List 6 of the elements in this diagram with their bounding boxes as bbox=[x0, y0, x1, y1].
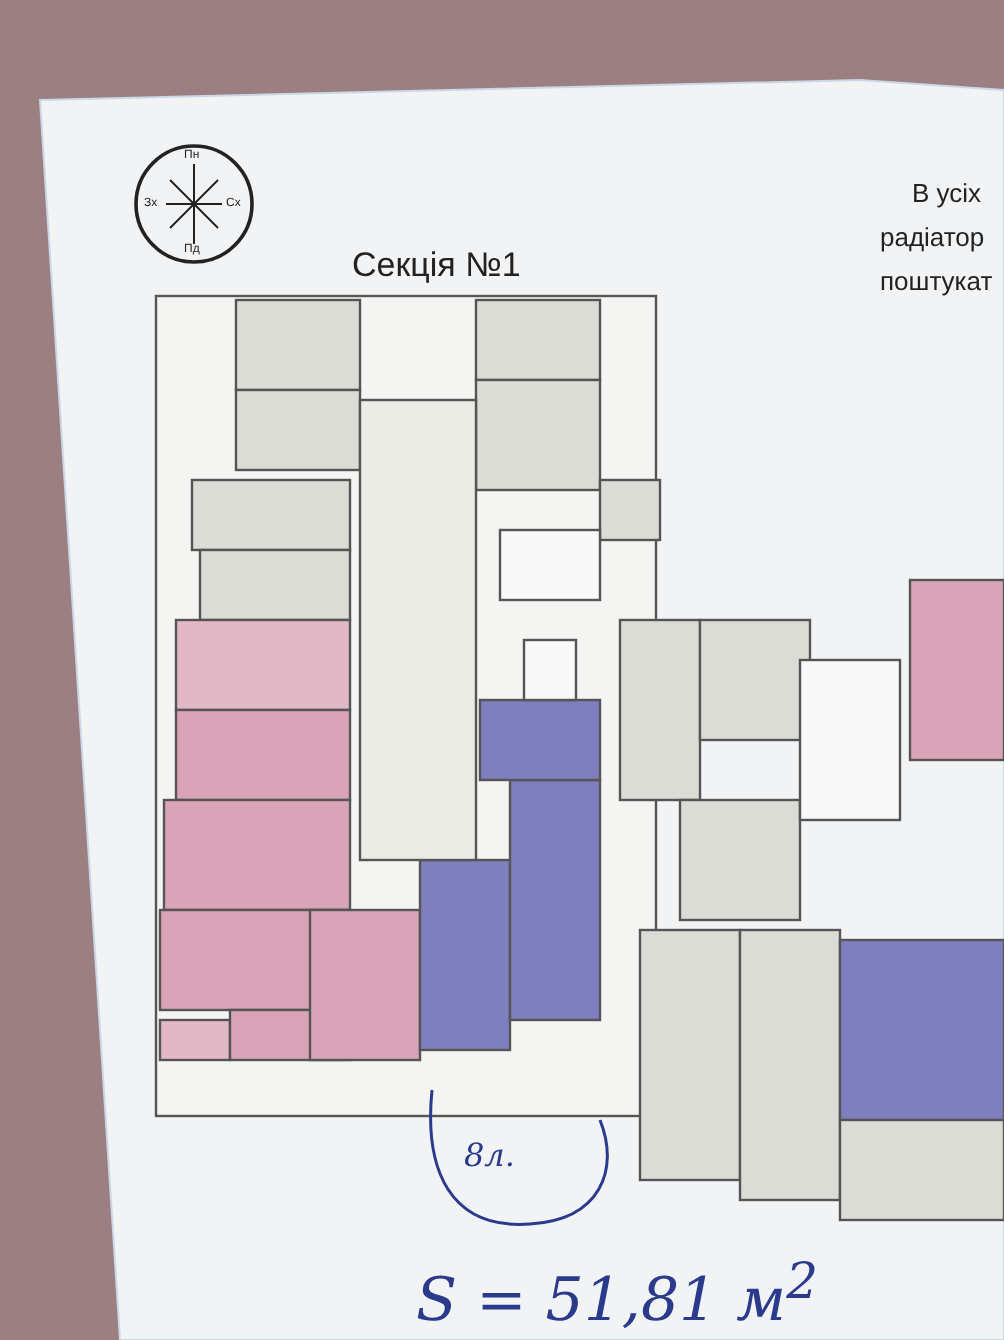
handwritten-area: S = 51,81 м$^{2}$ bbox=[416, 1256, 818, 1332]
handwritten-note: 8л. bbox=[464, 1140, 515, 1172]
note-text: радіатор bbox=[880, 224, 985, 250]
note-text: поштукат bbox=[880, 268, 993, 294]
note-text: В усіх bbox=[912, 180, 982, 206]
section-title: Секція №1 bbox=[352, 248, 521, 282]
